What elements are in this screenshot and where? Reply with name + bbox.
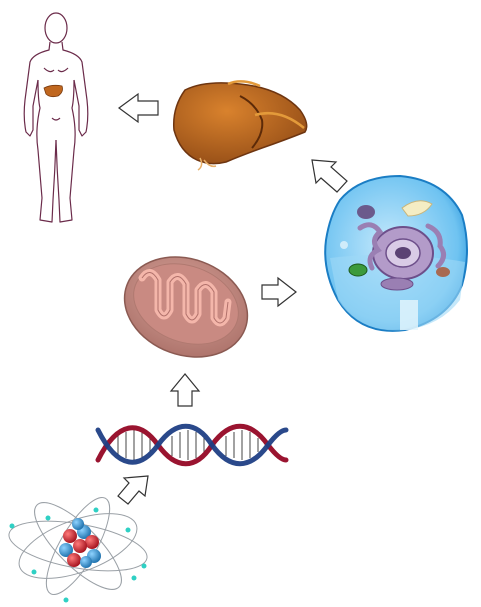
- body-liver-mark: [43, 84, 63, 98]
- atom-electrons: [9, 507, 147, 603]
- arrow-mito-to-cell: [261, 276, 297, 308]
- arrow-atom-to-dna: [117, 475, 149, 505]
- atom-icon: [8, 497, 148, 603]
- arrow-dna-to-mito: [169, 373, 201, 407]
- liver-icon: [172, 80, 308, 171]
- dna-double-helix-icon: [95, 423, 289, 467]
- animal-cell-icon: [324, 174, 468, 332]
- mitochondrion-icon: [123, 256, 249, 358]
- arrow-cell-to-liver: [311, 159, 348, 193]
- atom-nucleus: [59, 518, 101, 568]
- human-body-outline-icon: [23, 12, 89, 223]
- arrow-liver-to-body: [117, 92, 159, 124]
